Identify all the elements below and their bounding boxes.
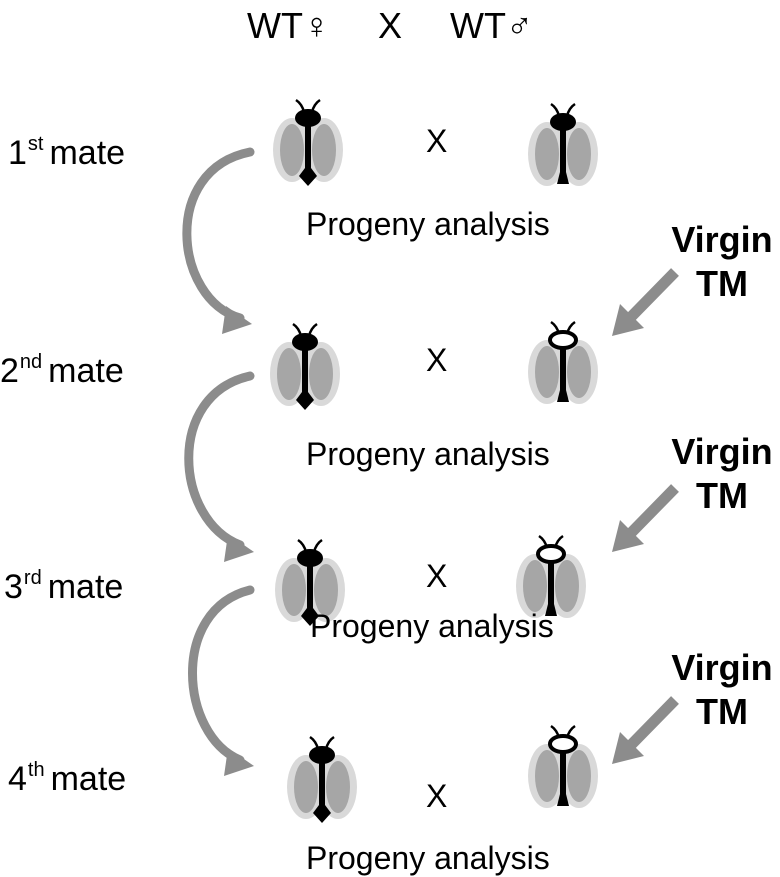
male-fly-3 xyxy=(516,534,586,618)
cross-symbol-4: X xyxy=(426,778,448,814)
header-female: WT♀ xyxy=(246,5,330,46)
cross-symbol-3: X xyxy=(426,558,448,594)
male-fly-2-right-wing-inner xyxy=(567,346,591,398)
male-fly-2-left-wing-inner xyxy=(535,346,559,398)
female-transfer-arrow-3 xyxy=(188,585,255,765)
female-fly-2 xyxy=(270,322,340,410)
female-fly-4-body xyxy=(313,763,331,823)
progeny-analysis-1: Progeny analysis xyxy=(306,206,550,242)
progeny-analysis-3: Progeny analysis xyxy=(310,608,554,644)
female-fly-3-right-wing-inner xyxy=(314,564,338,616)
male-fly-2-body xyxy=(557,348,569,402)
male-fly-1 xyxy=(528,102,598,186)
male-fly-2 xyxy=(528,320,598,404)
virgin-tm-arrowhead-2 xyxy=(612,520,644,552)
female-transfer-arrow-1 xyxy=(182,147,255,323)
female-fly-2-right-wing-inner xyxy=(309,348,333,400)
male-fly-4-left-wing-inner xyxy=(535,750,559,802)
male-fly-1-right-wing-inner xyxy=(567,128,591,180)
female-fly-4-left-wing-inner xyxy=(294,761,318,813)
virgin-tm-arrow-3 xyxy=(626,696,679,750)
male-fly-4-head-marked xyxy=(548,734,578,754)
header-cross: X xyxy=(377,5,402,46)
virgin-tm-arrow-2 xyxy=(626,484,679,538)
male-fly-4-right-wing-inner xyxy=(567,750,591,802)
female-fly-3-head xyxy=(297,549,323,567)
header-male: WT♂ xyxy=(450,5,533,46)
female-transfer-arrowhead-1 xyxy=(222,306,252,334)
female-fly-1-body xyxy=(299,126,317,186)
male-fly-3-body xyxy=(545,562,557,616)
female-fly-4-right-wing-inner xyxy=(326,761,350,813)
female-fly-1 xyxy=(273,98,343,186)
male-fly-3-right-wing-inner xyxy=(555,560,579,612)
virgin-tm-arrowhead-1 xyxy=(612,304,644,336)
cross-symbol-1: X xyxy=(426,123,448,159)
female-fly-2-head xyxy=(292,333,318,351)
female-transfer-arrowhead-3 xyxy=(224,748,254,776)
female-transfer-arrowhead-2 xyxy=(224,534,254,562)
female-fly-1-right-wing-inner xyxy=(312,124,336,176)
male-fly-3-head-marked xyxy=(536,544,566,564)
cross-header: WT♀ X WT♂ xyxy=(0,8,780,44)
male-fly-1-left-wing-inner xyxy=(535,128,559,180)
female-fly-3-left-wing-inner xyxy=(282,564,306,616)
male-fly-1-head xyxy=(550,113,576,131)
female-fly-4 xyxy=(287,735,357,823)
female-fly-2-body xyxy=(296,350,314,410)
female-transfer-arrow-2 xyxy=(184,371,255,550)
male-fly-1-body xyxy=(557,130,569,184)
male-fly-2-head-marked xyxy=(548,330,578,350)
female-fly-1-head xyxy=(295,109,321,127)
progeny-analysis-4: Progeny analysis xyxy=(306,840,550,876)
cross-symbol-2: X xyxy=(426,342,448,378)
male-fly-4-body xyxy=(557,752,569,806)
female-fly-2-left-wing-inner xyxy=(277,348,301,400)
progeny-analysis-2: Progeny analysis xyxy=(306,436,550,472)
virgin-tm-arrow-1 xyxy=(626,268,679,322)
male-fly-3-left-wing-inner xyxy=(523,560,547,612)
female-fly-3-body xyxy=(301,566,319,626)
female-fly-4-head xyxy=(309,746,335,764)
female-fly-3 xyxy=(275,538,345,626)
female-fly-1-left-wing-inner xyxy=(280,124,304,176)
male-fly-4 xyxy=(528,724,598,808)
virgin-tm-arrowhead-3 xyxy=(612,732,644,764)
